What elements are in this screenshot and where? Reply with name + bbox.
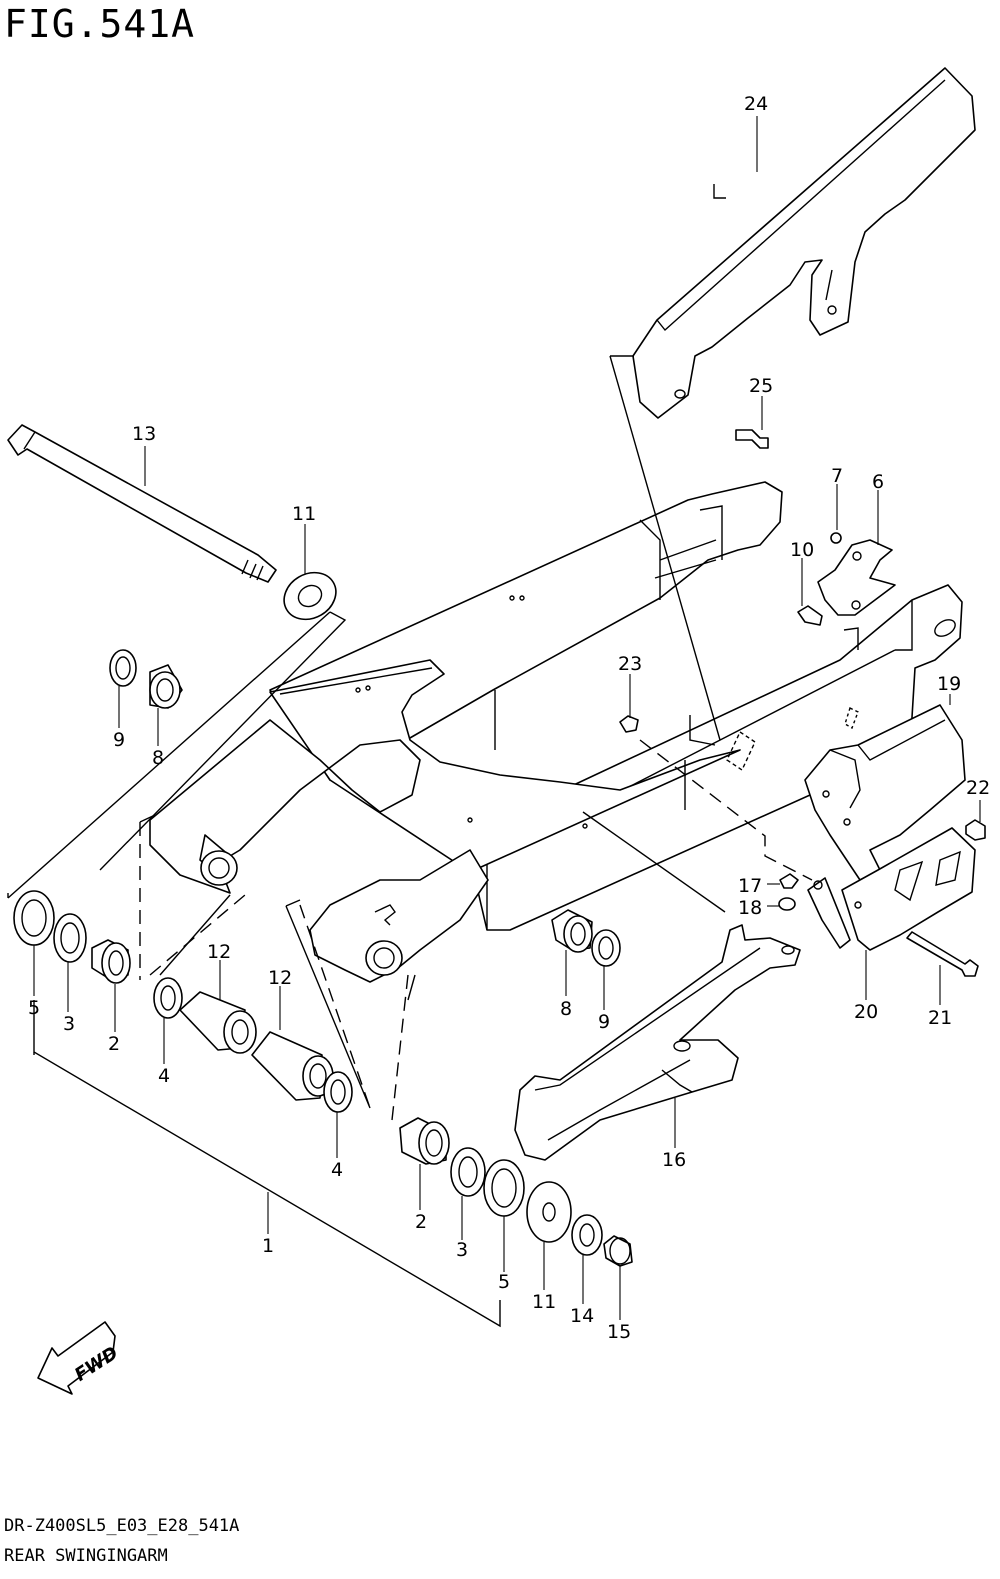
callout-15: 15 <box>607 1321 631 1343</box>
callout-17: 17 <box>738 875 762 897</box>
callout-3a: 3 <box>63 1013 75 1035</box>
callout-21: 21 <box>928 1007 952 1029</box>
callout-20: 20 <box>854 1001 878 1023</box>
callout-4b: 4 <box>331 1159 343 1181</box>
callout-5b: 5 <box>498 1271 510 1293</box>
bolt-part-22 <box>965 819 986 841</box>
seal-part-9-right <box>591 929 621 967</box>
bolt-part-21 <box>906 931 979 977</box>
callout-23: 23 <box>618 653 642 675</box>
callout-7: 7 <box>831 465 843 487</box>
callout-5a: 5 <box>28 997 40 1019</box>
reference-lines <box>7 355 859 1328</box>
washer-part-upper <box>283 571 337 621</box>
callout-12b: 12 <box>268 967 292 989</box>
callout-2a: 2 <box>108 1033 120 1055</box>
bracket-part <box>817 539 896 616</box>
callout-16: 16 <box>662 1149 686 1171</box>
ring-part-3-left <box>53 913 87 963</box>
bolt-part-7 <box>830 532 842 544</box>
callout-9a: 9 <box>113 729 125 751</box>
spacer-part-12-left <box>179 991 257 1054</box>
bearing-part-2-right <box>399 1117 450 1165</box>
callout-13: 13 <box>132 423 156 445</box>
washer-part-11-lower <box>526 1181 572 1243</box>
chain-guide-part <box>804 704 976 951</box>
seal-part-9-left <box>109 649 137 687</box>
callout-leaders <box>33 116 981 1320</box>
seal-part-5-left <box>13 890 55 946</box>
callout-22: 22 <box>966 777 990 799</box>
bolt-part-10 <box>797 605 823 626</box>
callout-3b: 3 <box>456 1239 468 1261</box>
callout-11a: 11 <box>292 503 316 525</box>
callout-14: 14 <box>570 1305 594 1327</box>
bearing-part-8-right <box>551 909 593 953</box>
chain-case-part <box>632 67 976 419</box>
figure-title: FIG.541A <box>4 2 196 46</box>
callout-9b: 9 <box>598 1011 610 1033</box>
bearing-part-8-left <box>149 664 183 709</box>
callout-10: 10 <box>790 539 814 561</box>
ring-part-3-right <box>450 1147 486 1197</box>
chain-slider-part <box>514 924 801 1161</box>
swingarm-body-part <box>149 481 963 983</box>
callout-25: 25 <box>749 375 773 397</box>
callout-4a: 4 <box>158 1065 170 1087</box>
callout-12a: 12 <box>207 941 231 963</box>
washer-part-18 <box>778 897 796 911</box>
bolt-part-25 <box>735 429 769 449</box>
washer-part-14 <box>571 1214 603 1256</box>
callout-11b: 11 <box>532 1291 556 1313</box>
callout-18: 18 <box>738 897 762 919</box>
collar-part-4-right <box>323 1071 353 1113</box>
seal-part-5-right <box>483 1159 525 1217</box>
model-code: DR-Z400SL5_E03_E28_541A <box>4 1516 240 1536</box>
pivot-shaft-part <box>7 424 277 583</box>
nut-part-23 <box>619 715 639 733</box>
callout-1: 1 <box>262 1235 274 1257</box>
callout-24: 24 <box>744 93 768 115</box>
callout-19: 19 <box>937 673 961 695</box>
callout-8b: 8 <box>560 998 572 1020</box>
callout-6: 6 <box>872 471 884 493</box>
section-name: REAR SWINGINGARM <box>4 1546 168 1566</box>
spacer-part-12-right <box>251 1031 334 1101</box>
collar-part-4-left <box>153 977 183 1019</box>
callout-labels: 1 2 2 3 3 4 4 5 5 6 7 8 8 9 9 10 11 11 1… <box>28 93 990 1343</box>
nut-part-15 <box>603 1235 633 1267</box>
fwd-arrow-icon: FWD <box>37 1321 122 1395</box>
callout-2b: 2 <box>415 1211 427 1233</box>
callout-8a: 8 <box>152 747 164 769</box>
bearing-part-2-left <box>91 939 131 984</box>
screw-part-17 <box>779 873 799 889</box>
